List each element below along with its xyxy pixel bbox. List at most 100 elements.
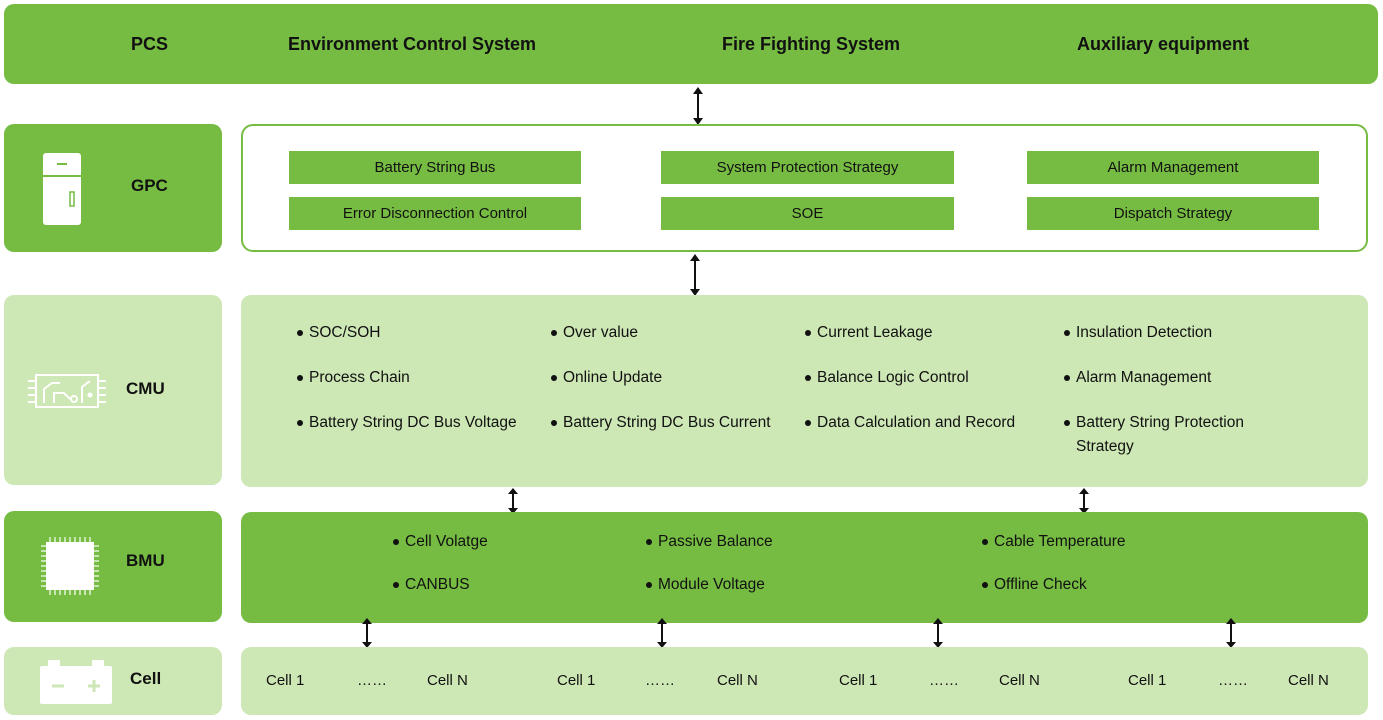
cell-group-1-first: Cell 1 <box>266 672 305 689</box>
bullet-dot <box>646 539 652 545</box>
arrow-cmu-bmu-right <box>1079 488 1089 514</box>
cmu-item-text: Process Chain <box>309 369 410 386</box>
bullet-dot <box>551 375 557 381</box>
cmu-item-text: Battery String DC Bus Voltage <box>309 414 517 431</box>
bullet-dot <box>805 375 811 381</box>
top-label-pcs: PCS <box>131 34 169 54</box>
cmu-item-text: Over value <box>563 324 638 341</box>
bullet-dot <box>982 539 988 545</box>
bmu-item-passive-balance: Passive Balance <box>646 530 858 554</box>
cmu-item-text: Alarm Management <box>1076 369 1212 386</box>
bullet-dot <box>1064 420 1070 426</box>
cmu-item-soc-soh: SOC/SOH <box>297 321 509 345</box>
cmu-item-text: Data Calculation and Record <box>817 414 1016 431</box>
bullet-dot <box>805 330 811 336</box>
cmu-item-alarm-management: Alarm Management <box>1064 366 1296 390</box>
gpc-function-panel: Battery String Bus System Protection Str… <box>241 124 1368 252</box>
bullet-dot <box>393 582 399 588</box>
bmu-item-canbus: CANBUS <box>393 573 605 597</box>
gpc-level-box: GPC <box>4 124 222 252</box>
bullet-dot <box>297 375 303 381</box>
gpc-function-system-protection: System Protection Strategy <box>661 151 954 184</box>
top-label-auxiliary: Auxiliary equipment <box>1077 34 1250 54</box>
gpc-function-soe: SOE <box>661 197 954 230</box>
cell-group-3-last: Cell N <box>999 672 1040 689</box>
refrigerator-cabinet-icon <box>43 153 81 225</box>
bullet-dot <box>393 539 399 545</box>
gpc-function-alarm-management: Alarm Management <box>1027 151 1319 184</box>
cmu-item-dc-bus-voltage: Battery String DC Bus Voltage <box>297 411 519 435</box>
bmu-item-offline-check: Offline Check <box>982 573 1194 597</box>
top-system-bar: PCS Environment Control System Fire Figh… <box>4 4 1378 84</box>
chip-icon <box>41 537 99 595</box>
bullet-dot <box>297 330 303 336</box>
gpc-label: GPC <box>131 176 168 195</box>
cmu-label: CMU <box>126 379 165 398</box>
bmu-item-text: CANBUS <box>405 576 470 593</box>
bmu-function-panel: Cell Volatge CANBUS Passive Balance Modu… <box>241 512 1368 623</box>
cmu-item-text: Balance Logic Control <box>817 369 969 386</box>
cell-group-4-ellipsis: …… <box>1218 672 1248 689</box>
circuit-board-icon <box>28 374 106 408</box>
cell-group-4-last: Cell N <box>1288 672 1329 689</box>
cmu-function-panel: SOC/SOH Process Chain Battery String DC … <box>241 295 1368 487</box>
cell-group-2-first: Cell 1 <box>557 672 596 689</box>
cell-group-2-ellipsis: …… <box>645 672 675 689</box>
cell-group-2-last: Cell N <box>717 672 758 689</box>
bullet-dot <box>982 582 988 588</box>
bullet-dot <box>297 420 303 426</box>
cmu-item-text: Battery String DC Bus Current <box>563 414 771 431</box>
cell-group-3-ellipsis: …… <box>929 672 959 689</box>
arrow-bmu-cell-4 <box>1226 618 1236 648</box>
battery-icon <box>40 660 112 704</box>
bmu-item-text: Offline Check <box>994 576 1087 593</box>
cmu-item-current-leakage: Current Leakage <box>805 321 1027 345</box>
cmu-item-text: Insulation Detection <box>1076 324 1213 341</box>
cell-group-4-first: Cell 1 <box>1128 672 1167 689</box>
cmu-item-insulation-detection: Insulation Detection <box>1064 321 1296 345</box>
cmu-item-text: SOC/SOH <box>309 324 381 341</box>
bmu-item-text: Cell Volatge <box>405 533 488 550</box>
bullet-dot <box>551 420 557 426</box>
arrow-cmu-bmu-left <box>508 488 518 514</box>
bmu-item-text: Cable Temperature <box>994 533 1126 550</box>
bullet-dot <box>805 420 811 426</box>
bmu-item-text: Passive Balance <box>658 533 773 550</box>
cmu-item-dc-bus-current: Battery String DC Bus Current <box>551 411 773 435</box>
cell-level-box: Cell <box>4 647 222 715</box>
gpc-function-error-disconnection: Error Disconnection Control <box>289 197 581 230</box>
bullet-dot <box>551 330 557 336</box>
arrow-gpc-cmu <box>690 254 700 296</box>
cell-group-1-last: Cell N <box>427 672 468 689</box>
arrow-bmu-cell-3 <box>933 618 943 648</box>
gpc-function-dispatch-strategy: Dispatch Strategy <box>1027 197 1319 230</box>
bmu-item-cable-temperature: Cable Temperature <box>982 530 1204 554</box>
cell-label: Cell <box>130 669 162 688</box>
bullet-dot <box>646 582 652 588</box>
cmu-item-data-calculation: Data Calculation and Record <box>805 411 1017 435</box>
gpc-function-battery-string-bus: Battery String Bus <box>289 151 581 184</box>
cell-panel: Cell 1 …… Cell N Cell 1 …… Cell N Cell 1… <box>241 647 1368 715</box>
bmu-label: BMU <box>126 551 165 570</box>
top-label-fire-fighting: Fire Fighting System <box>722 34 901 54</box>
arrow-bmu-cell-1 <box>362 618 372 648</box>
cmu-item-online-update: Online Update <box>551 366 763 390</box>
cmu-level-box: CMU <box>4 295 222 485</box>
arrow-top-gpc <box>693 87 703 125</box>
cmu-item-process-chain: Process Chain <box>297 366 509 390</box>
cell-group-1-ellipsis: …… <box>357 672 387 689</box>
cmu-item-string-protection: Battery String Protection Strategy <box>1064 411 1301 459</box>
cmu-item-text: Current Leakage <box>817 324 933 341</box>
cmu-item-balance-logic: Balance Logic Control <box>805 366 1027 390</box>
cell-group-3-first: Cell 1 <box>839 672 878 689</box>
bmu-level-box: BMU <box>4 511 222 622</box>
cmu-item-over-value: Over value <box>551 321 763 345</box>
bullet-dot <box>1064 375 1070 381</box>
bmu-item-module-voltage: Module Voltage <box>646 573 858 597</box>
bmu-item-text: Module Voltage <box>658 576 765 593</box>
top-label-environment-control: Environment Control System <box>288 34 537 54</box>
bmu-item-cell-voltage: Cell Volatge <box>393 530 605 554</box>
arrow-bmu-cell-2 <box>657 618 667 648</box>
cmu-item-text: Battery String Protection Strategy <box>1076 414 1244 455</box>
bullet-dot <box>1064 330 1070 336</box>
